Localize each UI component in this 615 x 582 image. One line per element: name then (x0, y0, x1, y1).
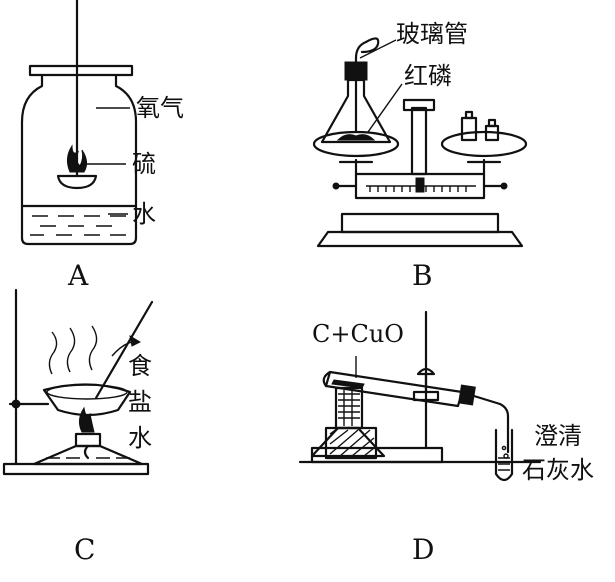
label-salt-water-2: 盐 (128, 388, 152, 416)
label-limewater-2: 石灰水 (522, 456, 594, 484)
evaporating-dish (42, 383, 132, 417)
weight-2-knob (487, 118, 497, 128)
wire-mesh-hatch (338, 390, 360, 426)
tube-stopper (458, 384, 476, 406)
glass-stirring-rod (94, 300, 154, 400)
label-salt-water-3: 水 (128, 424, 152, 452)
test-tube-clamp (416, 367, 436, 376)
lamp-wick (83, 444, 90, 460)
panel-a-apparatus (20, 0, 138, 246)
lamp-block (324, 426, 378, 460)
red-phosphorus-sample (336, 134, 376, 141)
gas-bubble (503, 453, 509, 459)
panel-b-apparatus (312, 37, 528, 248)
label-oxygen: 氧气 (136, 94, 184, 122)
label-red-phosphorus: 红磷 (404, 62, 452, 90)
alcohol-lamp-body (310, 426, 386, 458)
carbon-copper-oxide-powder (331, 379, 365, 389)
weight-1 (460, 116, 478, 142)
panel-d-apparatus (298, 310, 542, 482)
alcohol-lamp-body (32, 444, 144, 466)
leader-red-phosphorus (367, 83, 403, 133)
right-screw-knob (500, 182, 508, 190)
balance-pointer-column (410, 106, 428, 176)
caption-d: D (412, 533, 435, 566)
arrow-head-icon (129, 334, 142, 347)
steam-1 (48, 331, 58, 375)
flame-icon (66, 144, 88, 173)
caption-a: A (68, 259, 89, 292)
caption-c: C (74, 533, 96, 566)
dish-rim (46, 384, 128, 400)
weight-1-knob (464, 110, 474, 120)
flame-icon (78, 406, 95, 433)
gas-jar (20, 74, 138, 246)
steam-3 (88, 325, 98, 371)
combustion-spoon (56, 174, 98, 190)
caption-b: B (412, 259, 433, 292)
balance-column-cap (402, 98, 436, 112)
panel-c-apparatus (2, 288, 154, 476)
limewater-liquid (498, 457, 510, 471)
lamp-cap (74, 432, 102, 448)
leader-glass-tube (359, 39, 397, 59)
right-pan (440, 130, 528, 158)
gas-bubble (501, 445, 507, 451)
left-screw-knob (332, 182, 340, 190)
label-salt-water-1: 食 (128, 352, 152, 380)
balloon (354, 37, 380, 60)
label-glass-tube: 玻璃管 (396, 20, 468, 48)
balance-base (316, 230, 524, 248)
reaction-test-tube (324, 370, 464, 408)
label-sulfur: 硫 (132, 150, 156, 178)
water-hatch (30, 215, 126, 236)
limewater-test-tube (494, 428, 514, 482)
label-reactants: C+CuO (312, 320, 404, 348)
lamp-block-hatch (329, 427, 375, 457)
rider-weight (415, 177, 425, 193)
balance-base-top (340, 212, 500, 234)
label-limewater-1: 澄清 (534, 422, 582, 450)
tube-bottom (322, 370, 332, 388)
delivery-tube (472, 394, 510, 454)
pan-supports (338, 158, 502, 176)
steam-2 (66, 327, 76, 373)
label-water: 水 (132, 200, 156, 228)
gas-jar-lid (28, 64, 134, 77)
clamp-boss (412, 390, 440, 402)
clamp-screw (11, 399, 21, 409)
iron-stand-base (2, 462, 150, 476)
